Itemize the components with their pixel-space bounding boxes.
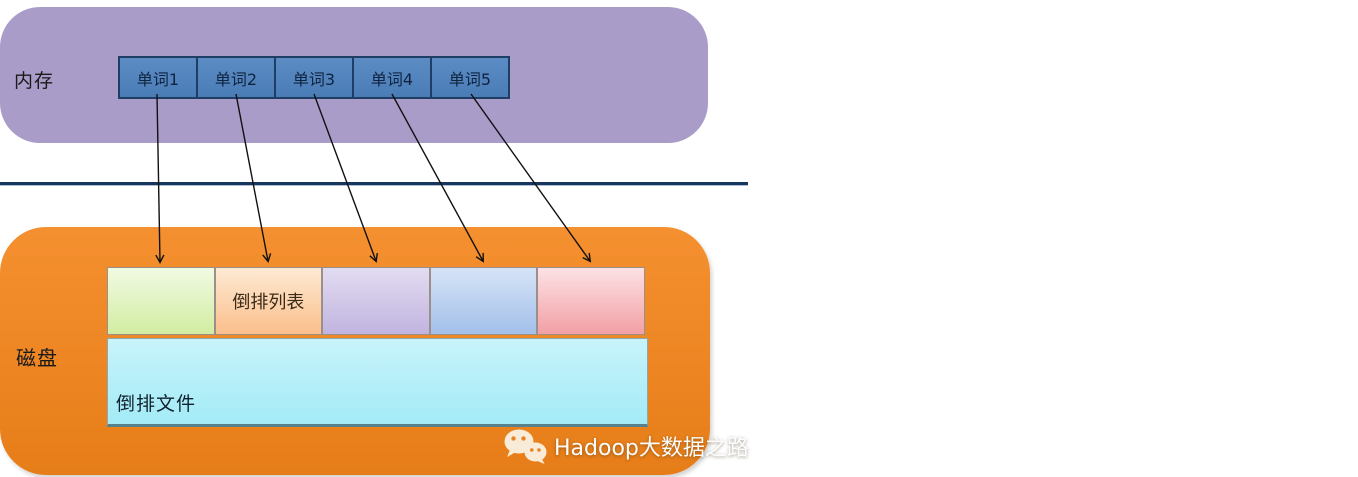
posting-list-row: 倒排列表 xyxy=(107,267,645,335)
word-cell-4: 单词4 xyxy=(352,58,430,97)
memory-label: 内存 xyxy=(14,70,55,92)
posting-list-cell-2: 倒排列表 xyxy=(214,267,323,335)
word-cell-1: 单词1 xyxy=(120,58,196,97)
word-row: 单词1 单词2 单词3 单词4 单词5 xyxy=(118,56,510,99)
posting-list-cell-4 xyxy=(429,267,538,335)
word-cell-5: 单词5 xyxy=(430,58,508,97)
wechat-icon xyxy=(504,429,547,464)
inverted-file-label: 倒排文件 xyxy=(116,393,197,415)
word-cell-2: 单词2 xyxy=(196,58,274,97)
inverted-file-box: 倒排文件 xyxy=(107,338,648,427)
memory-disk-divider xyxy=(0,182,748,185)
inverted-list-label: 倒排列表 xyxy=(232,292,305,313)
posting-list-cell-5 xyxy=(537,267,645,335)
posting-list-cell-1 xyxy=(107,267,215,335)
posting-list-cell-3 xyxy=(322,267,430,335)
disk-label: 磁盘 xyxy=(16,346,58,370)
word-cell-3: 单词3 xyxy=(274,58,352,97)
watermark: Hadoop大数据之路 xyxy=(502,428,749,464)
memory-panel: 内存 单词1 单词2 单词3 单词4 单词5 xyxy=(0,7,708,143)
watermark-text: Hadoop大数据之路 xyxy=(554,436,749,461)
